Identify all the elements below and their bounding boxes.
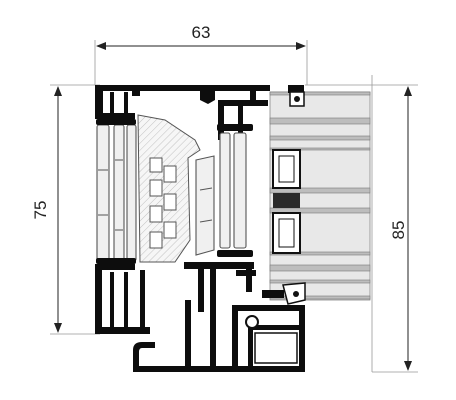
- insulation-core: [137, 114, 201, 263]
- spacer-bar-lower: [272, 212, 301, 254]
- dimension-left-height-label: 75: [31, 201, 50, 220]
- dimension-right-height-label: 85: [389, 221, 408, 240]
- glazing-unit: [269, 91, 371, 301]
- sill-profile: [133, 282, 306, 372]
- dimension-top-width-label: 63: [192, 23, 211, 42]
- dimension-top-width: 63: [94, 23, 308, 85]
- sash-profile: [184, 85, 270, 372]
- thermal-break-left: [96, 119, 137, 264]
- dimension-right-height: 85: [305, 75, 418, 373]
- outer-frame-profile: [95, 85, 265, 334]
- glazing-gasket-top: [288, 85, 305, 107]
- dimension-left-height: 75: [31, 84, 100, 335]
